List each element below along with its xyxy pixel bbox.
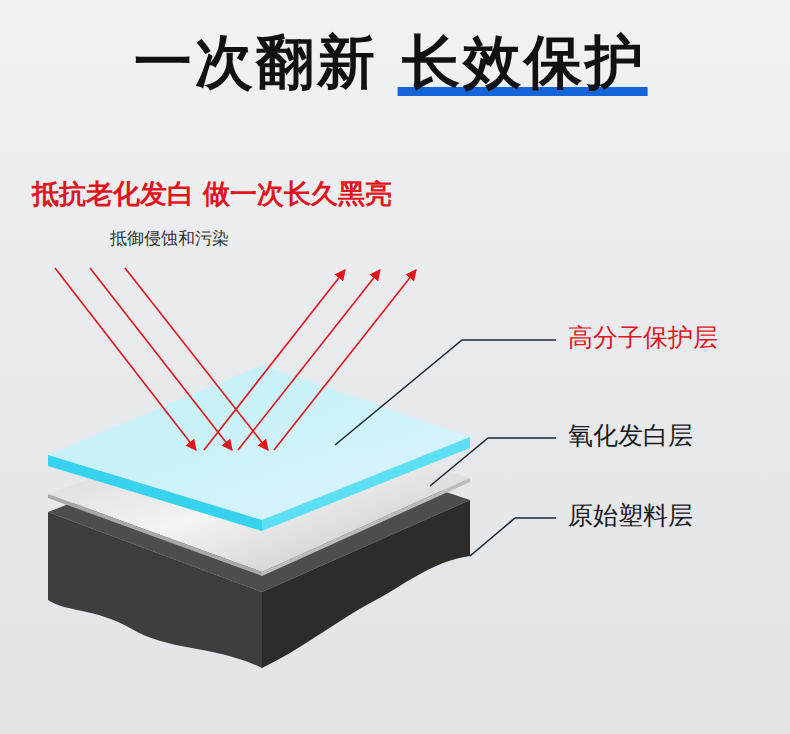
- sub-slogan: 抵御侵蚀和污染: [110, 228, 229, 248]
- layer-label: 氧化发白层: [568, 421, 693, 451]
- protection-layer: [48, 365, 470, 531]
- leader-lines: [335, 340, 556, 556]
- page-title: 一次翻新 长效保护: [134, 28, 645, 98]
- layer-label: 原始塑料层: [568, 501, 693, 531]
- layer-label: 高分子保护层: [568, 323, 718, 353]
- slogan-text: 抵抗老化发白 做一次长久黑亮: [32, 178, 392, 210]
